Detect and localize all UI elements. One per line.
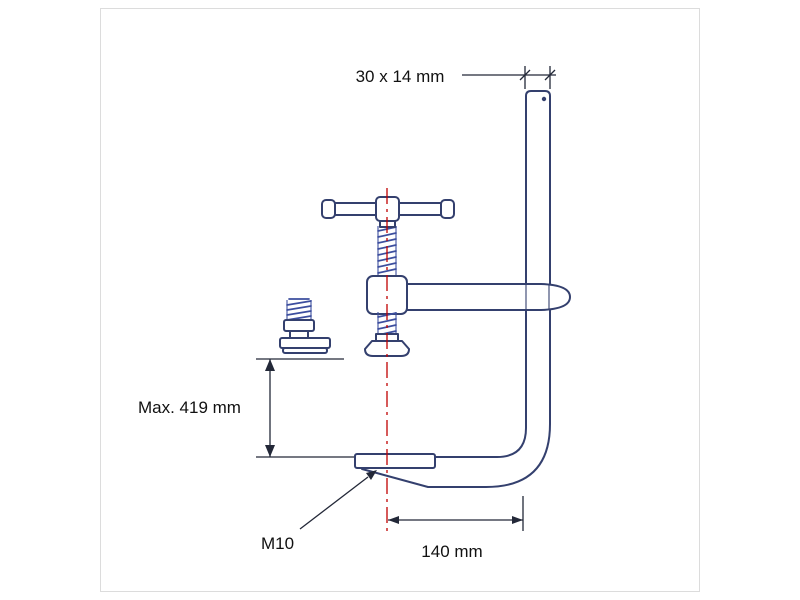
- throat-depth-label: 140 mm: [421, 542, 482, 561]
- handle-cap-right: [440, 199, 455, 219]
- accessory-neck: [289, 330, 309, 339]
- m10-arrowhead: [366, 470, 377, 480]
- opening-arrow-down: [265, 445, 275, 457]
- pressure-pad-accessory: [279, 298, 331, 354]
- accessory-pad-lip: [282, 347, 328, 354]
- page-border: [100, 8, 700, 592]
- thread-size-label: M10: [261, 534, 294, 553]
- fixed-jaw-pad: [354, 453, 436, 469]
- handle-cap-left: [321, 199, 336, 219]
- accessory-pad-plate: [279, 337, 331, 349]
- opening-extension-lines: [256, 358, 354, 458]
- opening-arrow-up: [265, 359, 275, 371]
- m10-leader-line: [299, 476, 369, 530]
- rail-profile-label: 30 x 14 mm: [356, 67, 445, 86]
- profile-tick-marks: [519, 69, 556, 81]
- accessory-thread-coils: [286, 298, 312, 321]
- throat-arrow-left: [388, 516, 399, 524]
- accessory-collar: [283, 319, 315, 332]
- max-opening-label: Max. 419 mm: [138, 398, 241, 417]
- t-handle: [321, 196, 455, 228]
- rail-outline: [361, 90, 551, 488]
- callout-thread-size: M10: [261, 470, 377, 553]
- dimension-max-opening: Max. 419 mm: [138, 358, 354, 458]
- rail-edges-through-arm: [525, 285, 550, 309]
- clamp-rail-and-foot: [354, 90, 551, 488]
- thread-sides-lower: [377, 312, 397, 336]
- profile-extension-lines: [524, 66, 551, 89]
- rail-hole: [541, 96, 547, 102]
- dimension-throat-depth: 140 mm: [388, 496, 524, 561]
- sliding-arm: [366, 275, 571, 315]
- throat-arrow-right: [512, 516, 523, 524]
- dimension-rail-profile: 30 x 14 mm: [356, 66, 556, 89]
- sliding-arm-body: [403, 283, 571, 311]
